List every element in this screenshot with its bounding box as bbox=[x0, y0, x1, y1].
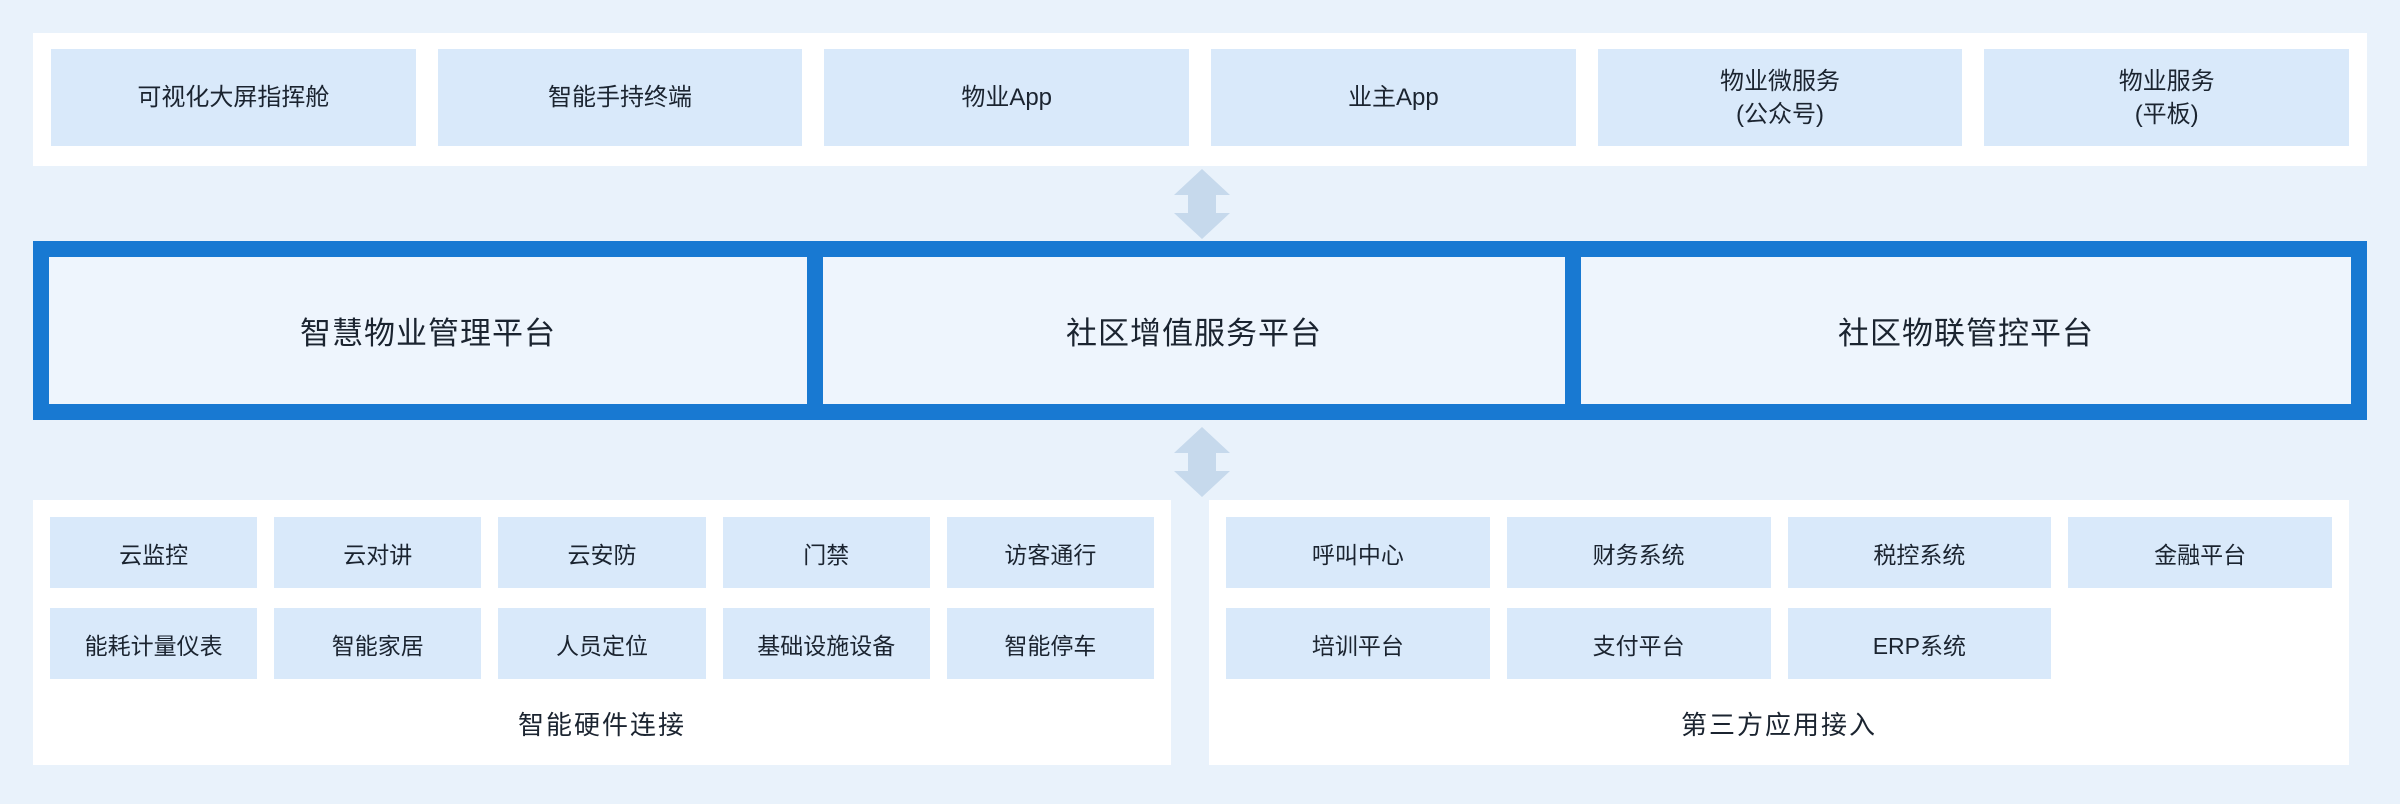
node-cloud-security: 云安防 bbox=[498, 517, 706, 588]
node-training-platform: 培训平台 bbox=[1226, 608, 1490, 679]
node-property-app: 物业App bbox=[824, 49, 1190, 146]
node-cloud-intercom: 云对讲 bbox=[274, 517, 482, 588]
hardware-row-2: 能耗计量仪表 智能家居 人员定位 基础设施设备 智能停车 bbox=[50, 608, 1155, 679]
platform-community-iot-control: 社区物联管控平台 bbox=[1581, 257, 2351, 404]
node-financial-platform: 金融平台 bbox=[2068, 517, 2332, 588]
node-erp-system: ERP系统 bbox=[1787, 608, 2052, 679]
platforms-band: 智慧物业管理平台 社区增值服务平台 社区物联管控平台 bbox=[33, 241, 2367, 420]
node-smart-handheld-terminal: 智能手持终端 bbox=[437, 49, 803, 146]
terminals-panel: 可视化大屏指挥舱 智能手持终端 物业App 业主App 物业微服务 (公众号) … bbox=[33, 33, 2367, 166]
node-cloud-monitoring: 云监控 bbox=[50, 517, 258, 588]
node-infrastructure-equipment: 基础设施设备 bbox=[722, 608, 930, 679]
hardware-row-1: 云监控 云对讲 云安防 门禁 访客通行 bbox=[50, 517, 1155, 588]
hardware-group-title: 智能硬件连接 bbox=[517, 710, 686, 740]
platform-smart-property-management: 智慧物业管理平台 bbox=[49, 257, 807, 404]
node-energy-metering: 能耗计量仪表 bbox=[50, 608, 258, 679]
node-personnel-positioning: 人员定位 bbox=[498, 608, 706, 679]
node-visual-command-cockpit: 可视化大屏指挥舱 bbox=[51, 49, 416, 146]
node-call-center: 呼叫中心 bbox=[1226, 517, 1490, 588]
third-party-row-1: 呼叫中心 财务系统 税控系统 金融平台 bbox=[1226, 517, 2332, 588]
platform-community-value-added-service: 社区增值服务平台 bbox=[823, 257, 1565, 404]
third-party-group-panel: 呼叫中心 财务系统 税控系统 金融平台 培训平台 支付平台 ERP系统 第三方应… bbox=[1209, 500, 2349, 765]
hardware-group-panel: 云监控 云对讲 云安防 门禁 访客通行 能耗计量仪表 智能家居 人员定位 基础设… bbox=[33, 500, 1171, 765]
third-party-group-title: 第三方应用接入 bbox=[1680, 710, 1877, 740]
node-owner-app: 业主App bbox=[1211, 49, 1576, 146]
node-access-control: 门禁 bbox=[722, 517, 930, 588]
node-property-wechat-service: 物业微服务 (公众号) bbox=[1597, 49, 1963, 146]
node-payment-platform: 支付平台 bbox=[1506, 608, 1771, 679]
double-arrow-up-down-icon bbox=[1174, 169, 1230, 239]
node-visitor-pass: 访客通行 bbox=[946, 517, 1155, 588]
empty-cell bbox=[2068, 608, 2332, 679]
node-smart-home: 智能家居 bbox=[274, 608, 482, 679]
node-property-service-tablet: 物业服务 (平板) bbox=[1984, 49, 2350, 146]
node-smart-parking: 智能停车 bbox=[946, 608, 1155, 679]
double-arrow-up-down-icon bbox=[1174, 427, 1230, 497]
node-finance-system: 财务系统 bbox=[1506, 517, 1771, 588]
third-party-row-2: 培训平台 支付平台 ERP系统 bbox=[1226, 608, 2332, 679]
node-tax-control-system: 税控系统 bbox=[1787, 517, 2052, 588]
